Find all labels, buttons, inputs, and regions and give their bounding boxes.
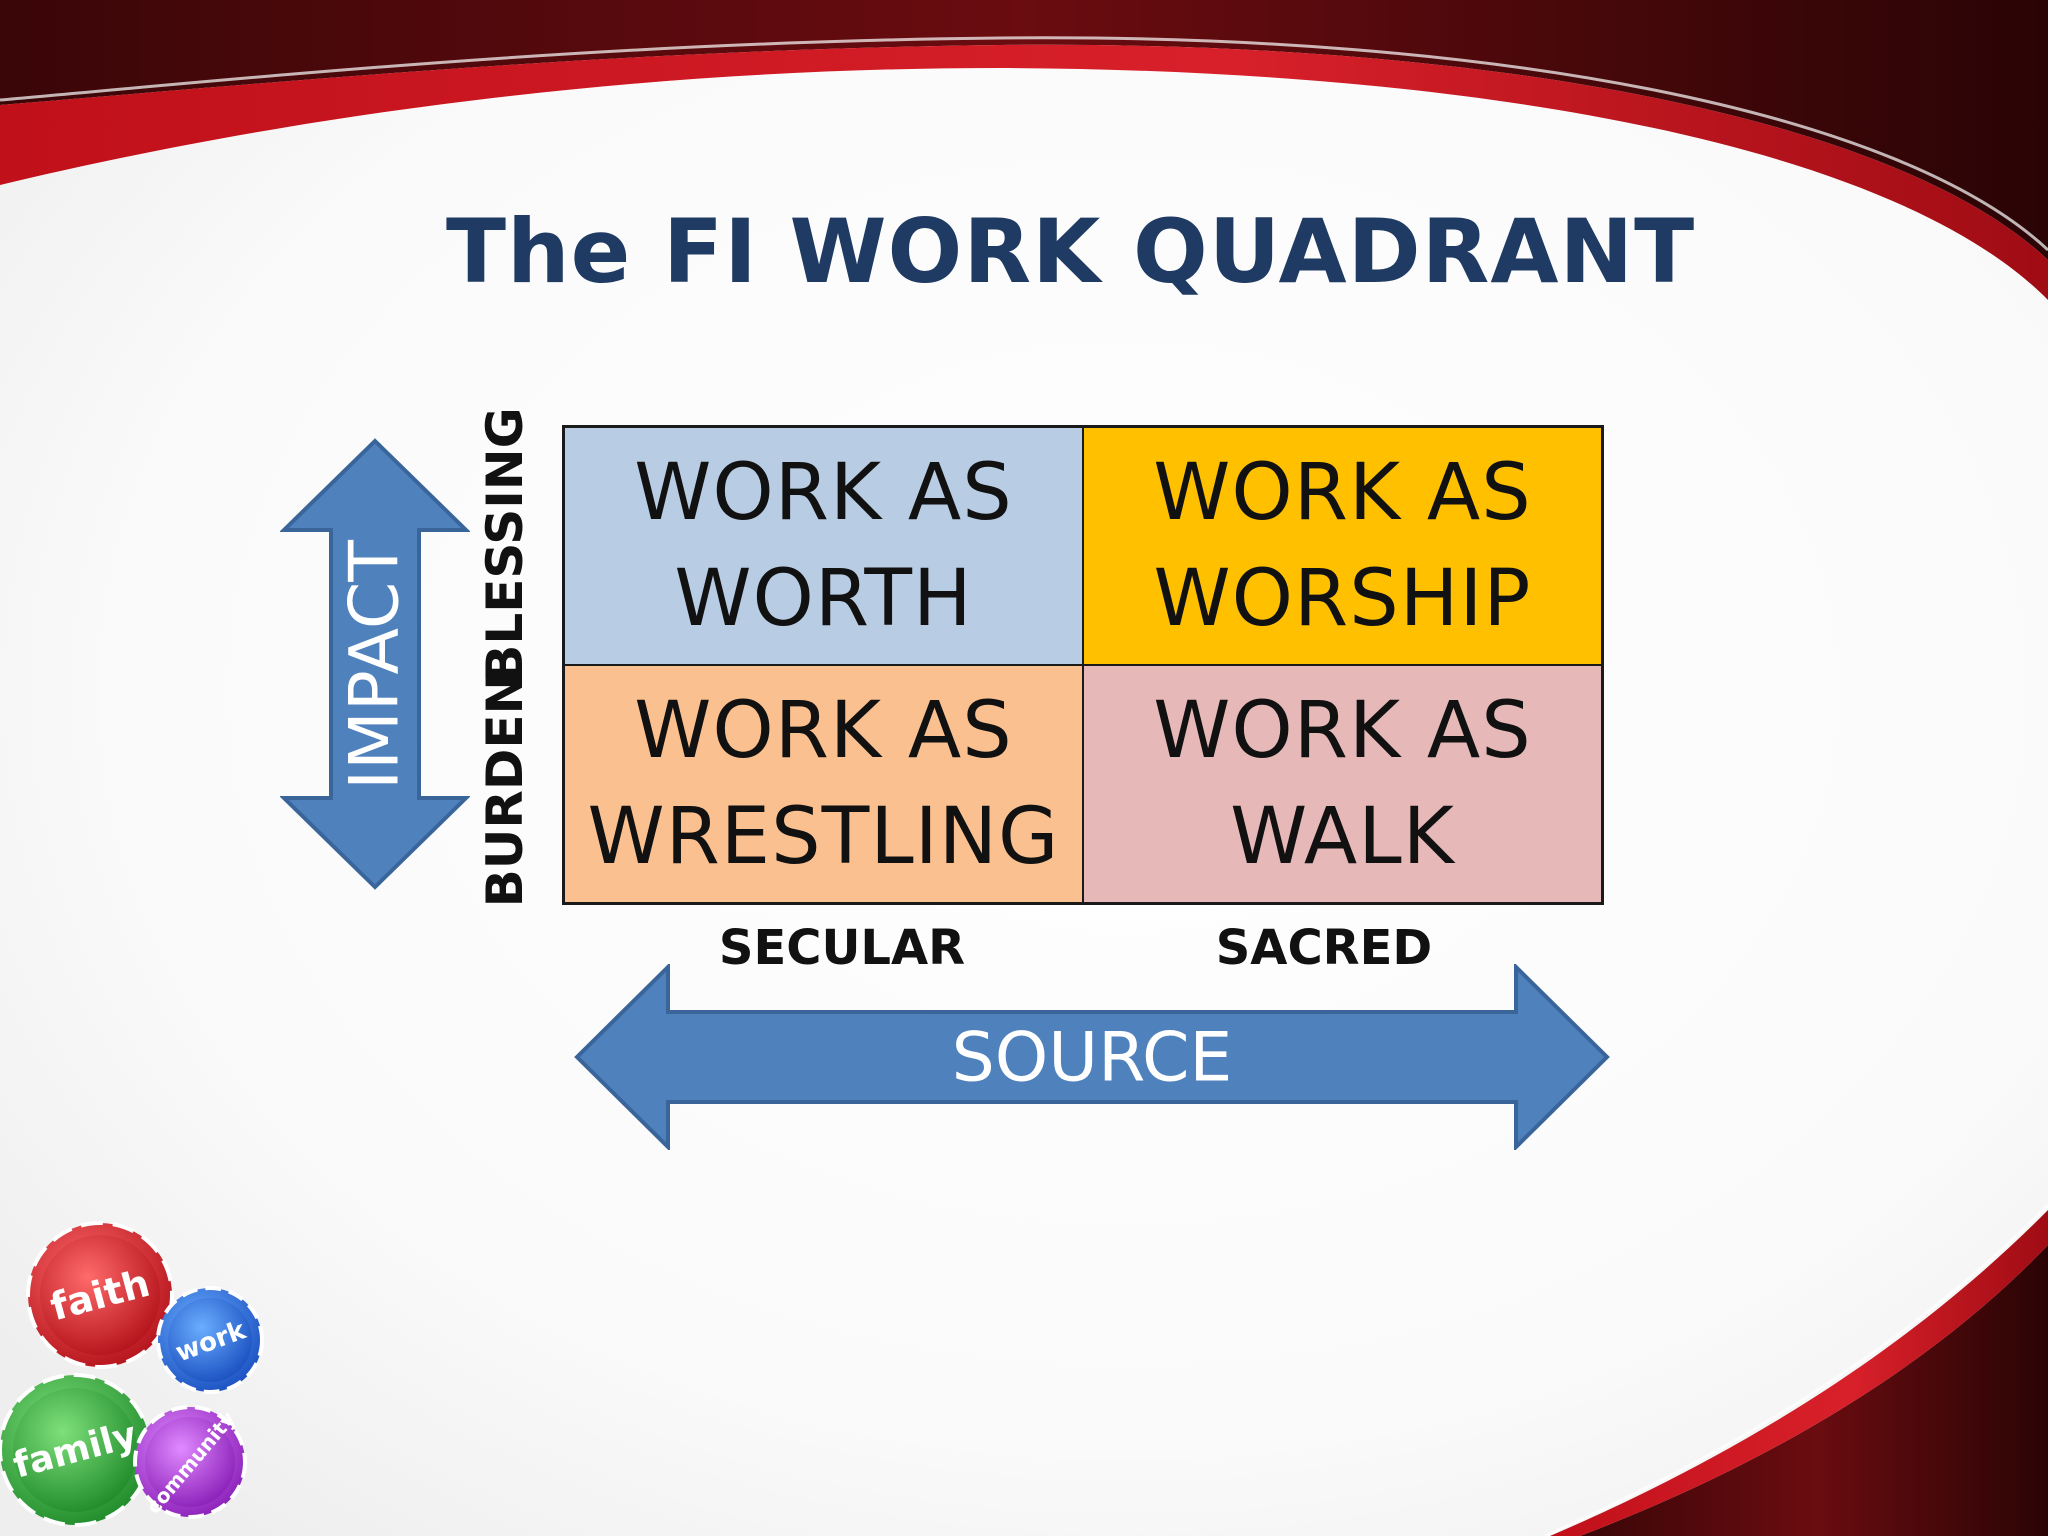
quadrant-worship-line2: WORSHIP <box>1153 554 1532 644</box>
quadrant-walk-line1: WORK AS <box>1153 686 1532 776</box>
blessing-label: BLESSING <box>476 407 534 683</box>
impact-arrow <box>280 438 470 890</box>
quadrant-wrestling-line1: WORK AS <box>634 686 1013 776</box>
sacred-label: SACRED <box>1215 920 1433 976</box>
quadrant-walk: WORK AS WALK <box>1083 665 1602 903</box>
burden-label: BURDEN <box>476 672 534 908</box>
secular-label: SECULAR <box>718 920 966 976</box>
gear-work-icon: work <box>156 1286 264 1394</box>
quadrant-grid: WORK AS WORTH WORK AS WORSHIP WORK AS WR… <box>562 425 1604 905</box>
quadrant-worship-line1: WORK AS <box>1153 448 1532 538</box>
page-title: The FI WORK QUADRANT <box>446 200 1696 303</box>
quadrant-wrestling: WORK AS WRESTLING <box>564 665 1083 903</box>
gear-family-icon: family <box>0 1373 152 1527</box>
gear-community-icon: community <box>133 1405 247 1519</box>
quadrant-walk-line2: WALK <box>1230 792 1455 882</box>
impact-label: IMPACT <box>335 540 415 790</box>
quadrant-worth-line2: WORTH <box>674 554 973 644</box>
quadrant-worth: WORK AS WORTH <box>564 427 1083 665</box>
quadrant-worship: WORK AS WORSHIP <box>1083 427 1602 665</box>
source-label: SOURCE <box>951 1018 1233 1098</box>
quadrant-worth-line1: WORK AS <box>634 448 1013 538</box>
quadrant-wrestling-line2: WRESTLING <box>587 792 1060 882</box>
gear-faith-icon: faith <box>26 1221 174 1369</box>
gears-logo: faith work family community <box>0 1221 264 1527</box>
source-arrow <box>574 964 1610 1150</box>
